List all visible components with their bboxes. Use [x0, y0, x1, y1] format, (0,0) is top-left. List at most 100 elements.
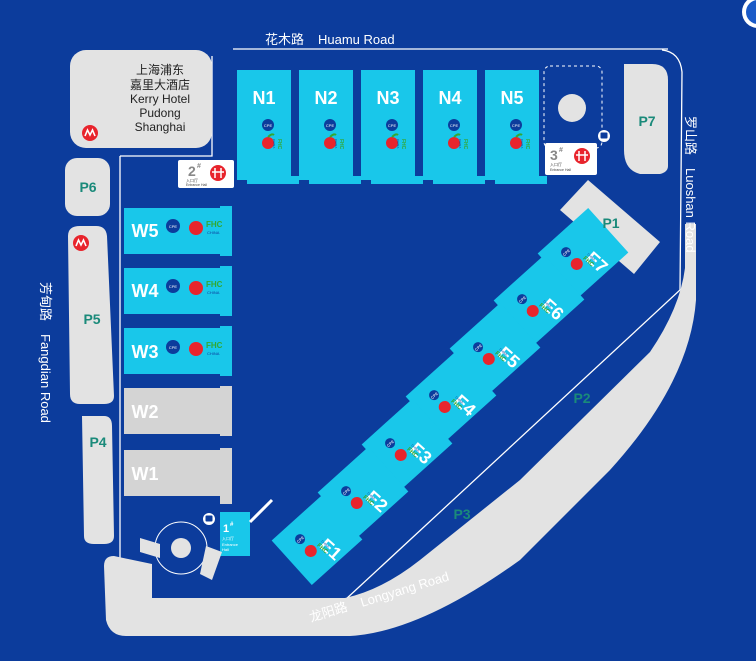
bus-icon	[203, 513, 215, 525]
road-east-cn: 罗山路	[683, 116, 698, 155]
hall-w4[interactable]: W4 CPE FHC CHINA	[124, 266, 232, 316]
china-text: CHINA	[396, 139, 400, 148]
cpe-logo-text: CPE	[169, 224, 178, 229]
china-text: CHINA	[498, 347, 508, 356]
hall-n4[interactable]: N4	[423, 70, 485, 184]
walkway	[248, 498, 274, 524]
fhc-logo-text: FHC	[462, 139, 468, 150]
fountain	[558, 94, 586, 122]
hotel-name-cn-2: 嘉里大酒店	[130, 78, 190, 92]
cpe-logo-text: CPE	[264, 123, 273, 128]
parking-label-p5: P5	[83, 311, 100, 327]
entrance-sup: #	[230, 522, 234, 528]
china-text: CHINA	[458, 139, 462, 148]
fhc-logo-text: FHC	[276, 139, 282, 150]
fruit-logo	[189, 281, 203, 295]
china-text: CHINA	[272, 139, 276, 148]
parking-p6[interactable]	[65, 158, 110, 216]
china-text: CHINA	[334, 139, 338, 148]
entrance-en: Entrance Hall	[550, 168, 571, 172]
china-text: CHINA	[586, 252, 596, 261]
hall-w1[interactable]: W1	[124, 448, 232, 504]
parking-p5[interactable]	[68, 226, 114, 404]
hall-label: N3	[376, 88, 399, 108]
hall-label: N4	[438, 88, 461, 108]
entrance-cn: 入口厅	[186, 178, 198, 183]
hotel-block	[70, 50, 212, 148]
hotel-name-en-2: Pudong	[139, 106, 180, 120]
cpe-logo-text: CPE	[388, 123, 397, 128]
east-halls: E7 CPE FHC CHINA E6 CPE FHC CHINA E5 CPE…	[271, 207, 629, 586]
parking-p2-p3[interactable]	[152, 224, 696, 636]
entrance-number: 2	[188, 163, 196, 179]
road-east-en: Luoshan Road	[683, 168, 698, 253]
parking-label-p7: P7	[638, 113, 655, 129]
cpe-logo-text: CPE	[450, 123, 459, 128]
fhc-logo-text: FHC	[206, 220, 223, 229]
cpe-logo-text: CPE	[296, 535, 306, 544]
cpe-logo-text: CPE	[386, 439, 396, 448]
entrance-sup: #	[197, 163, 201, 170]
entrance-hall-2[interactable]: 2 # 入口厅 Entrance Hall	[178, 160, 234, 188]
hall-w3[interactable]: W3 CPE FHC CHINA	[124, 326, 232, 376]
fhc-logo-text: FHC	[400, 139, 406, 150]
land-areas	[65, 50, 696, 636]
hall-label: N1	[252, 88, 275, 108]
gate-icon	[210, 165, 226, 181]
cpe-logo-text: CPE	[430, 391, 440, 400]
china-text: CHINA	[320, 539, 330, 548]
entrance-number: 1	[223, 523, 229, 535]
parking-p1[interactable]	[560, 180, 660, 274]
road-west-cn: 芳甸路	[38, 282, 53, 321]
parking-p7[interactable]	[624, 64, 668, 174]
road-north-en: Huamu Road	[318, 32, 395, 47]
cpe-logo-text: CPE	[169, 345, 178, 350]
hall-w2[interactable]: W2	[124, 386, 232, 436]
entrance-en: Entrance	[222, 542, 239, 547]
parking-southwest	[104, 556, 152, 636]
entrance-number: 3	[550, 147, 558, 163]
china-text: CHINA	[410, 443, 420, 452]
entrance-hall-3[interactable]: 3 # 入口厅 Entrance Hall	[545, 143, 597, 175]
hall-label: W2	[132, 402, 159, 422]
entrance-en-2: Hall	[222, 547, 229, 552]
parking-label-p4: P4	[89, 434, 106, 450]
china-text: CHINA	[207, 230, 220, 235]
west-halls: W5 CPE FHC CHINA W4 CPE FHC CHINA W3 CPE…	[124, 206, 232, 504]
cpe-logo	[166, 340, 180, 354]
hotel-name-en-1: Kerry Hotel	[130, 92, 190, 106]
hotel-name-en-3: Shanghai	[135, 120, 186, 134]
hotel-name-cn-1: 上海浦东	[136, 62, 184, 77]
cpe-logo	[166, 219, 180, 233]
fruit-logo	[189, 342, 203, 356]
entrance-hall-1[interactable]: 1 # 入口厅 Entrance Hall	[220, 512, 250, 556]
hall-label: N2	[314, 88, 337, 108]
gate-icon	[574, 148, 590, 164]
china-text: CHINA	[454, 395, 464, 404]
fruit-logo	[189, 221, 203, 235]
hall-e1[interactable]: E1 CPE FHC CHINA	[271, 494, 363, 586]
parking-label-p6: P6	[79, 179, 96, 195]
hall-label: W4	[132, 281, 159, 301]
plaza-north	[543, 65, 603, 149]
parking-label-p2: P2	[573, 390, 590, 406]
road-north-cn: 花木路	[265, 32, 304, 47]
hall-label: W3	[132, 342, 159, 362]
cpe-logo-text: CPE	[512, 123, 521, 128]
parking-p4[interactable]	[82, 416, 114, 544]
hall-label: W5	[132, 221, 159, 241]
hall-w5[interactable]: W5 CPE FHC CHINA	[124, 206, 232, 256]
hall-e2[interactable]: E2 CPE FHC CHINA	[317, 446, 409, 538]
fhc-logo-text: FHC	[206, 341, 223, 350]
parking-label-p1: P1	[602, 215, 619, 231]
entrance-sup: #	[559, 147, 563, 154]
entrance-en: Entrance Hall	[186, 183, 207, 187]
hall-label: N5	[500, 88, 523, 108]
